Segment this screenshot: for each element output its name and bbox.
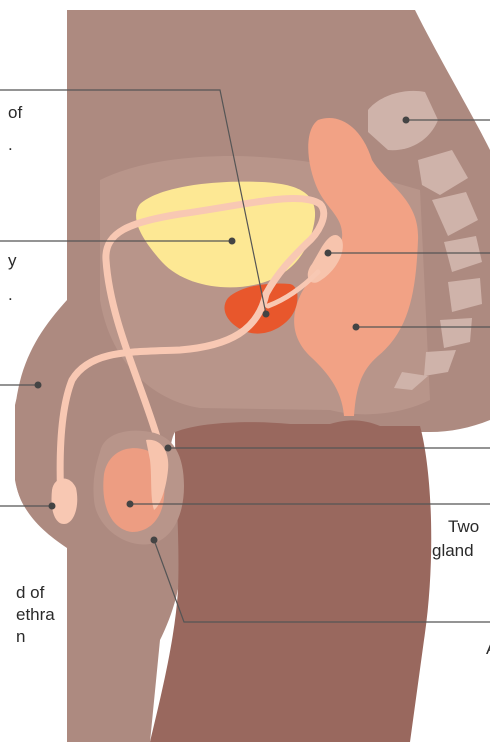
label-prostate-fragment: of: [8, 102, 22, 123]
label-bladder-fragment: y: [8, 250, 17, 271]
thigh-region: [150, 420, 431, 742]
label-scrotum-fragment: A: [486, 638, 490, 659]
label-glans-fragment: d of: [16, 582, 44, 603]
label-testis-fragment: Two: [448, 516, 479, 537]
label-glans-fragment-2: ethra: [16, 604, 55, 625]
label-prostate-fragment-end: .: [8, 134, 13, 155]
label-bladder-fragment-end: .: [8, 284, 13, 305]
label-testis-fragment-2: gland: [432, 540, 474, 561]
label-glans-fragment-3: n: [16, 626, 25, 647]
